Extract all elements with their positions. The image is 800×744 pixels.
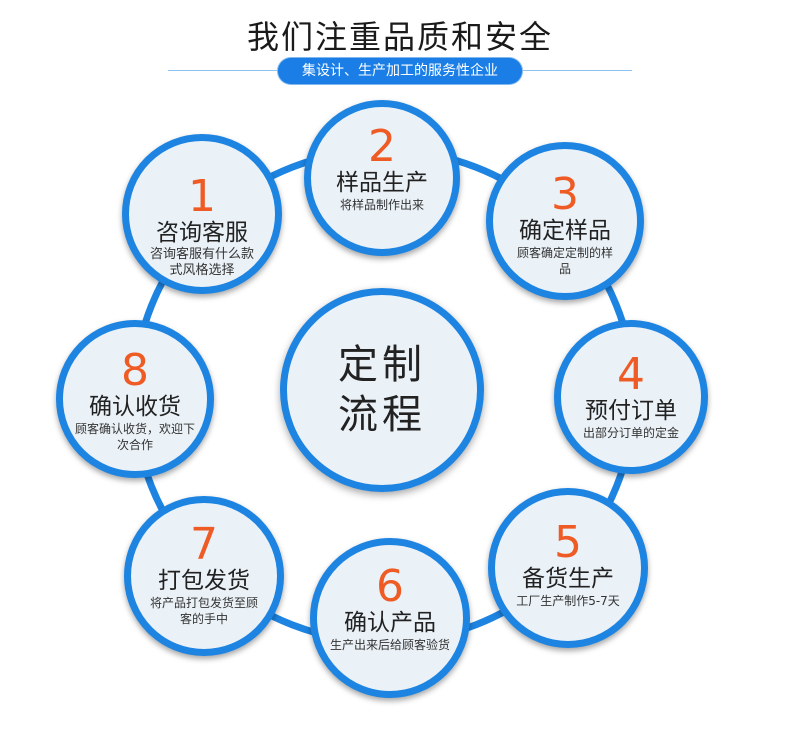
step-6-desc: 生产出来后给顾客验货 (329, 638, 450, 652)
center-circle: 定制流程 (280, 288, 484, 492)
step-5: 5 备货生产 工厂生产制作5-7天 (488, 488, 648, 648)
step-4: 4 预付订单 出部分订单的定金 (554, 320, 708, 474)
step-2-name: 样品生产 (336, 170, 428, 196)
step-7: 7 打包发货 将产品打包发货至顾客的手中 (124, 496, 284, 656)
step-6-name: 确认产品 (344, 610, 436, 636)
step-2-number: 2 (368, 121, 396, 172)
step-8-name: 确认收货 (89, 394, 181, 420)
page-title: 我们注重品质和安全 (246, 18, 553, 56)
center-label: 定制流程 (338, 342, 426, 438)
step-7-number: 7 (190, 519, 218, 570)
step-3-desc: 顾客确定定制的样品 (517, 246, 614, 276)
step-3-name: 确定样品 (519, 218, 611, 244)
step-1: 1 咨询客服 咨询客服有什么款式风格选择 (122, 134, 282, 294)
step-1-number: 1 (188, 171, 216, 222)
step-8-desc: 顾客确认收货，欢迎下次合作 (74, 422, 195, 452)
step-2-desc: 将样品制作出来 (339, 198, 424, 212)
step-7-desc: 将产品打包发货至顾客的手中 (149, 596, 258, 626)
step-1-desc: 咨询客服有什么款式风格选择 (149, 247, 254, 278)
step-3: 3 确定样品 顾客确定定制的样品 (486, 142, 644, 300)
step-1-name: 咨询客服 (156, 220, 248, 246)
step-4-name: 预付订单 (585, 398, 677, 424)
step-8: 8 确认收货 顾客确认收货，欢迎下次合作 (56, 320, 214, 478)
subtitle-badge: 集设计、生产加工的服务性企业 (168, 58, 632, 84)
step-7-name: 打包发货 (158, 568, 250, 594)
step-5-desc: 工厂生产制作5-7天 (516, 594, 620, 608)
step-5-name: 备货生产 (522, 566, 614, 592)
step-3-number: 3 (551, 169, 579, 220)
step-6-number: 6 (376, 561, 404, 612)
step-6: 6 确认产品 生产出来后给顾客验货 (310, 538, 470, 698)
step-2: 2 样品生产 将样品制作出来 (304, 100, 460, 256)
step-8-number: 8 (121, 345, 149, 396)
step-4-desc: 出部分订单的定金 (583, 426, 680, 440)
step-4-number: 4 (617, 349, 645, 400)
step-5-number: 5 (554, 517, 582, 568)
